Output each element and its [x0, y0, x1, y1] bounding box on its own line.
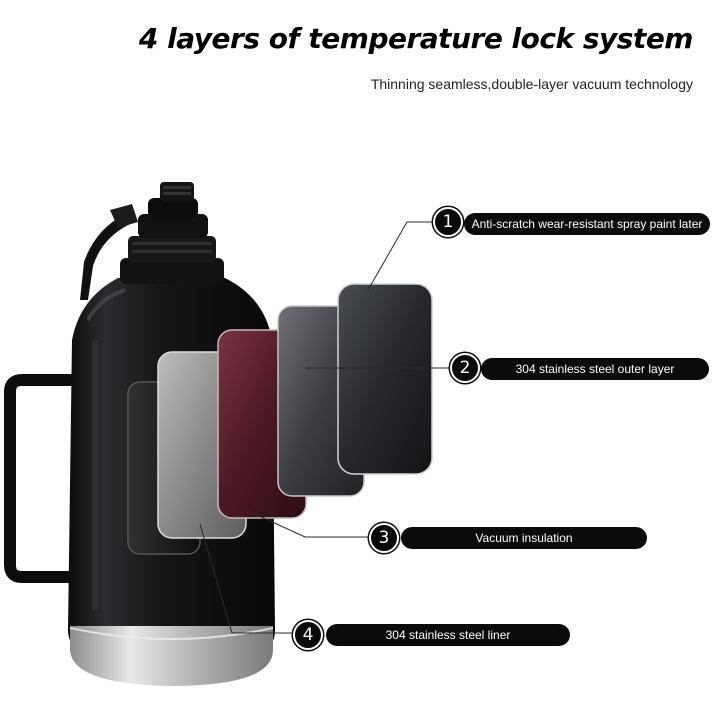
page-subtitle: Thinning seamless,double-layer vacuum te…	[370, 76, 693, 92]
layer-3-label: Vacuum insulation	[401, 527, 647, 549]
leader-lines	[199, 221, 452, 634]
layer-1-number-badge: 1	[433, 207, 463, 237]
layer-4-number-badge: 4	[293, 620, 323, 650]
page-title: 4 layers of temperature lock system	[138, 22, 694, 55]
layer-3-number-badge: 3	[369, 523, 399, 553]
side-handle	[4, 374, 72, 583]
layer-4-label: 304 stainless steel liner	[326, 624, 570, 646]
layer-cutaway	[127, 283, 433, 555]
stainless-steel-base	[69, 626, 274, 686]
layer-1-label: Anti-scratch wear-resistant spray paint …	[464, 213, 710, 235]
layer-2-number-badge: 2	[450, 353, 480, 383]
layer-panel-paint	[337, 283, 433, 475]
layer-2-label: 304 stainless steel outer layer	[481, 358, 709, 380]
bottle-cap	[120, 182, 224, 284]
cap-strap	[80, 204, 138, 300]
